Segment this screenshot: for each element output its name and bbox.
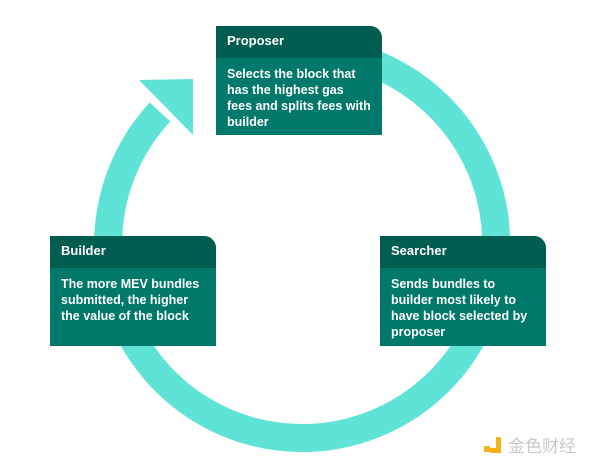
proposer-title: Proposer — [216, 26, 382, 58]
searcher-description: Sends bundles to builder most likely to … — [391, 277, 528, 339]
arrowhead-icon — [139, 79, 193, 135]
builder-title: Builder — [50, 236, 216, 268]
searcher-node: Searcher Sends bundles to builder most l… — [380, 236, 546, 346]
proposer-node: Proposer Selects the block that has the … — [216, 26, 382, 135]
watermark-text: 金色财经 — [508, 437, 576, 456]
proposer-description: Selects the block that has the highest g… — [227, 67, 371, 129]
watermark: 金色财经 — [484, 432, 576, 457]
builder-node: Builder The more MEV bundles submitted, … — [50, 236, 216, 346]
builder-description: The more MEV bundles submitted, the high… — [61, 277, 200, 323]
watermark-logo-icon — [484, 436, 502, 453]
searcher-title: Searcher — [380, 236, 546, 268]
